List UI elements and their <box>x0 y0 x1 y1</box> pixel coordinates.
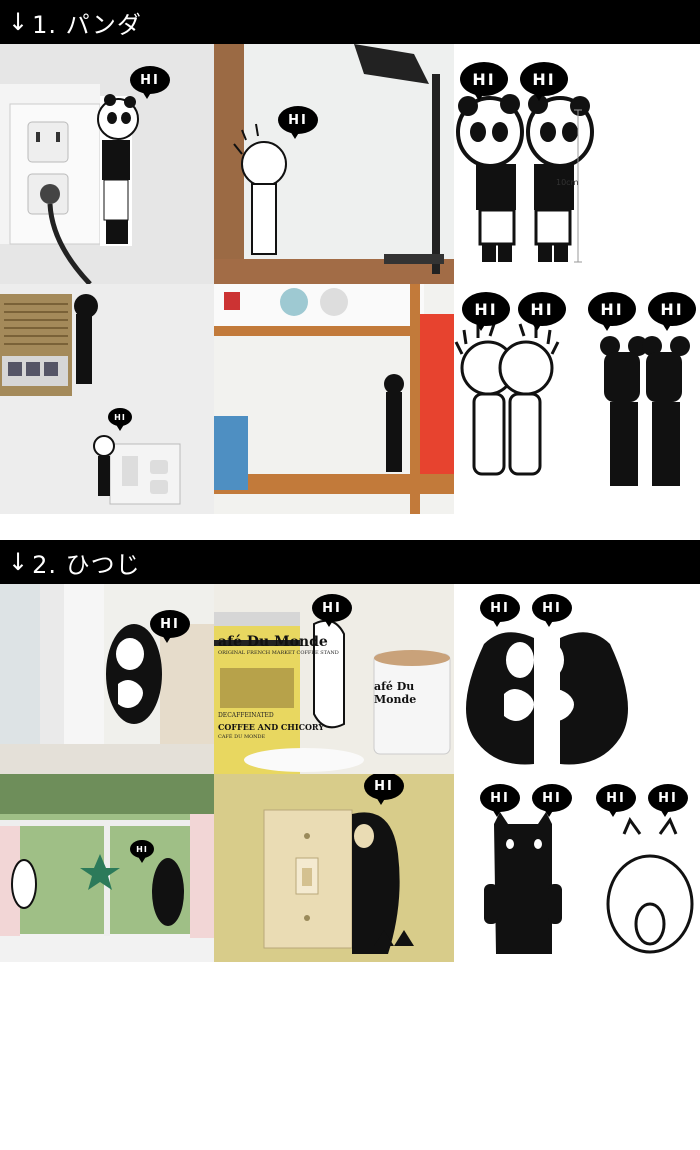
speech-bubble: HI <box>278 106 318 139</box>
speech-bubble: HI <box>588 292 636 331</box>
product-sheep-pair: HI HI <box>454 584 700 774</box>
photo-bear-intercom: HI <box>0 284 214 514</box>
speech-bubble: HI <box>532 784 572 817</box>
speech-bubble: HI <box>518 292 566 331</box>
speech-bubble: HI <box>648 292 696 331</box>
speech-bubble: HI <box>532 594 572 627</box>
down-arrow-icon: ↓ <box>8 548 29 576</box>
section-header-panda: ↓ 1. パンダ <box>0 0 700 44</box>
speech-bubble: HI <box>130 66 170 99</box>
speech-bubble: HI <box>596 784 636 817</box>
photo-sheep-door: HI <box>0 584 214 774</box>
speech-bubble: HI <box>480 594 520 627</box>
speech-bubble: HI <box>462 292 510 331</box>
coffee-can-line: CAFÉ DU MONDE <box>218 734 266 740</box>
photo-lion-lamp: HI <box>214 44 454 284</box>
speech-bubble: HI <box>460 62 508 101</box>
photo-panda-outlet: HI <box>0 44 214 284</box>
size-label: 10cm <box>556 178 579 187</box>
speech-bubble: HI <box>130 840 154 863</box>
speech-bubble: HI <box>648 784 688 817</box>
speech-bubble: HI <box>480 784 520 817</box>
mug-brand: afé Du Monde <box>374 680 417 706</box>
speech-bubble: HI <box>108 408 132 431</box>
photo-bear-shelf <box>214 284 454 514</box>
section-header-sheep: ↓ 2. ひつじ <box>0 540 700 584</box>
product-cat-bird-pair: HI HI HI HI <box>454 774 700 962</box>
speech-bubble: HI <box>364 774 404 805</box>
photo-sheep-switch: HI <box>214 774 454 962</box>
speech-bubble: HI <box>150 610 190 643</box>
coffee-can-line: COFFEE AND CHICORY <box>218 722 325 732</box>
section-title: 1. パンダ <box>32 10 142 39</box>
down-arrow-icon: ↓ <box>8 8 29 36</box>
photo-sheep-coffee: afé Du Monde ORIGINAL FRENCH MARKET COFF… <box>214 584 454 774</box>
product-lion-bear-pair: HI HI HI HI <box>454 284 700 514</box>
coffee-can-brand: afé Du Monde <box>218 634 328 650</box>
section-title: 2. ひつじ <box>32 550 141 579</box>
coffee-can-line: DECAFFEINATED <box>218 712 274 719</box>
speech-bubble: HI <box>312 594 352 627</box>
speech-bubble: HI <box>520 62 568 101</box>
product-panda-pair: HI HI 10cm <box>454 44 700 284</box>
photo-sheep-window: HI <box>0 774 214 962</box>
coffee-can-line: ORIGINAL FRENCH MARKET COFFEE STAND <box>218 650 339 656</box>
